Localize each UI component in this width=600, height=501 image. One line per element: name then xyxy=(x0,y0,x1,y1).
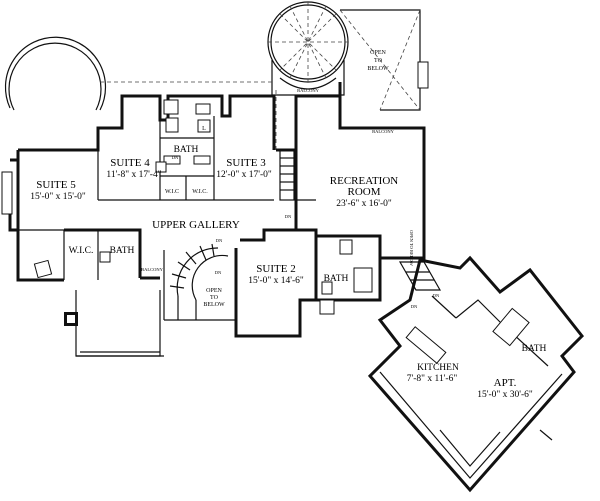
open-to-below-small: OPEN TO BELOW xyxy=(409,230,414,267)
suite3-name: SUITE 3 xyxy=(226,157,266,169)
suite4-size: 11'-8" x 17'-4" xyxy=(106,170,161,180)
balcony-label-gallery: BALCONY xyxy=(141,267,164,272)
suite5-name: SUITE 5 xyxy=(36,179,76,191)
open-to-below-upper-1: OPEN xyxy=(370,50,386,56)
kitchen-name: KITCHEN xyxy=(417,363,459,373)
apartment-wing xyxy=(367,255,585,493)
dn-label-apt-2: DN xyxy=(433,293,440,298)
bath-label-suite2: BATH xyxy=(324,274,349,284)
open-to-below-upper xyxy=(339,9,429,111)
suite2-name: SUITE 2 xyxy=(256,263,295,275)
l-label: L xyxy=(202,126,206,132)
dn-label-rec: DN xyxy=(285,214,292,219)
dn-label-stair: DN xyxy=(215,270,222,275)
wic-label-suite4: W.I.C xyxy=(165,189,179,195)
interior-walls xyxy=(33,99,316,280)
upper-gallery-label: UPPER GALLERY xyxy=(152,219,240,231)
left-dome xyxy=(4,36,107,111)
dn-label-apt: DN xyxy=(411,304,418,309)
suite5-size: 15'-0" x 15'-0" xyxy=(30,192,86,202)
bath-label-suite5: BATH xyxy=(110,246,135,256)
wic-label-suite5: W.I.C. xyxy=(69,246,94,256)
bath-label-suite4: BATH xyxy=(174,145,199,155)
exterior-walls xyxy=(1,82,426,357)
open-to-below-stair-1: OPEN xyxy=(206,288,222,294)
open-to-below-upper-2: TO xyxy=(374,58,383,64)
recreation-size: 23'-6" x 16'-0" xyxy=(336,199,392,209)
dn-label-gallery: DN xyxy=(216,238,223,243)
wic-label-suite3: W.I.C. xyxy=(192,189,208,195)
suite2-size: 15'-0" x 14'-6" xyxy=(248,276,304,286)
open-to-below-upper-3: BELOW xyxy=(367,66,389,72)
suite3-size: 12'-0" x 17'-0" xyxy=(216,170,272,180)
dn-label-suite4: DN xyxy=(172,155,179,160)
recreation-name-2: ROOM xyxy=(347,186,380,198)
apt-name: APT. xyxy=(494,377,517,389)
kitchen-size: 7'-8" x 11'-6" xyxy=(407,374,458,384)
balcony-label-rec: BALCONY xyxy=(372,129,395,134)
suite4-name: SUITE 4 xyxy=(110,157,150,169)
open-to-below-stair-3: BELOW xyxy=(203,302,225,308)
balcony-label-rotunda: BALCONY xyxy=(297,88,320,93)
apt-size: 15'-0" x 30'-6" xyxy=(477,390,533,400)
stairs xyxy=(169,149,442,320)
open-to-below-stair-2: TO xyxy=(210,295,219,301)
suite2-bath-fixtures xyxy=(319,239,373,315)
recreation-name-1: RECREATION xyxy=(330,175,399,187)
rotunda-tower xyxy=(267,1,349,96)
bath-label-apt: BATH xyxy=(522,344,547,354)
